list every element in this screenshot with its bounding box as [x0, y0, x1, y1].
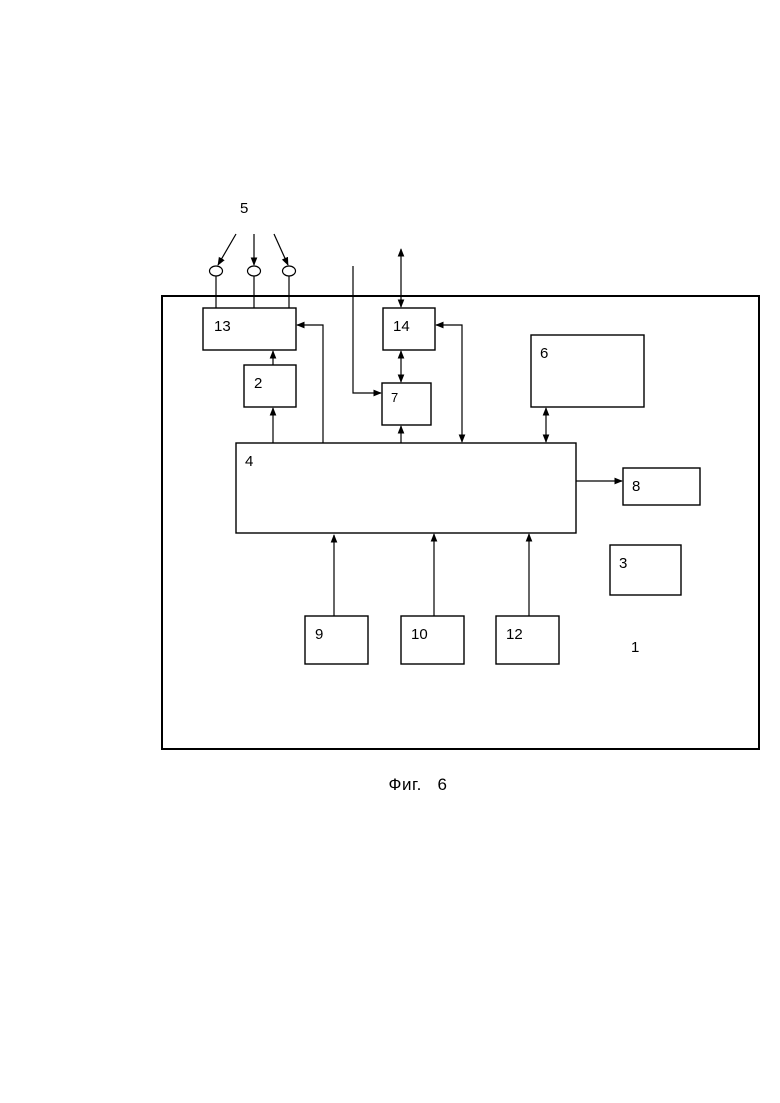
block-12-label: 12	[506, 626, 523, 643]
block-8-label: 8	[632, 478, 640, 495]
figure-caption: Фиг. 6	[0, 775, 780, 795]
sensor-label: 5	[240, 200, 248, 217]
block-7-label: 7	[391, 390, 398, 405]
sensor-terminal-right	[283, 266, 296, 276]
block-14-label: 14	[393, 318, 410, 335]
block-10-label: 10	[411, 626, 428, 643]
block-7	[382, 383, 431, 425]
sensor-arrow-left	[218, 234, 236, 265]
block-4	[236, 443, 576, 533]
sensor-terminal-middle	[248, 266, 261, 276]
block-2-label: 2	[254, 375, 262, 392]
link-4-to-13	[297, 325, 323, 443]
sensor-terminal-left	[210, 266, 223, 276]
block-6-label: 6	[540, 345, 548, 362]
sensor-arrow-right	[274, 234, 288, 265]
link-input-to-7	[353, 266, 381, 393]
block-9-label: 9	[315, 626, 323, 643]
block-4-label: 4	[245, 453, 253, 470]
block-3-label: 3	[619, 555, 627, 572]
device-label: 1	[631, 639, 639, 656]
block-2	[244, 365, 296, 407]
block-13-label: 13	[214, 318, 231, 335]
link-14-4	[436, 325, 462, 442]
